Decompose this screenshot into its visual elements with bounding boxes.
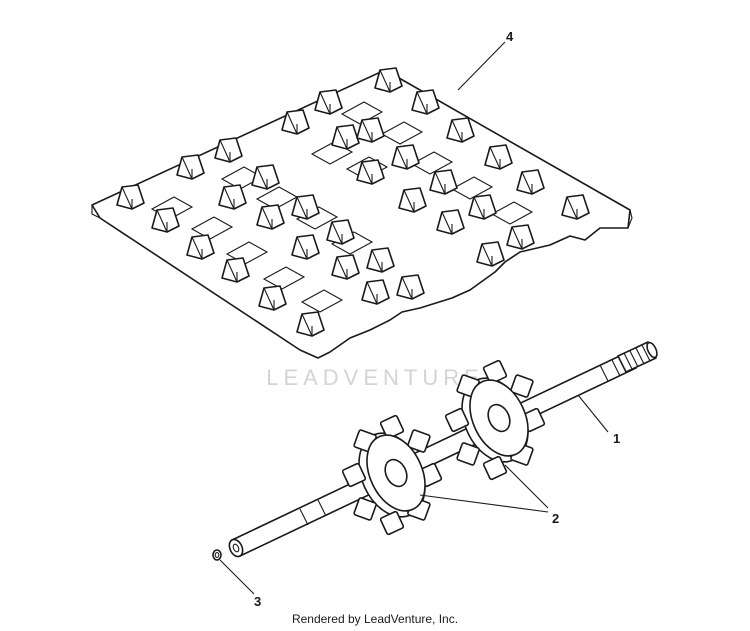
track-window xyxy=(490,201,534,225)
track-window xyxy=(450,176,494,200)
track-window xyxy=(380,121,424,145)
track-lug-edge xyxy=(441,211,453,235)
sprocket-tooth xyxy=(444,407,470,433)
track-lug-edge xyxy=(296,236,308,260)
track-window xyxy=(300,289,344,313)
watermark-text: LEADVENTURE xyxy=(266,365,484,390)
spline-lines xyxy=(623,344,651,370)
track-lug-edge xyxy=(336,126,348,150)
sprocket-tooth xyxy=(407,429,431,453)
track-lug-edge xyxy=(401,276,413,300)
callout-1: 1 xyxy=(613,431,620,446)
track-lug-edge xyxy=(371,249,383,273)
track-edge xyxy=(91,205,633,229)
track-lug-edge xyxy=(473,196,485,220)
leader-4 xyxy=(457,41,506,91)
shaft-end-right xyxy=(646,341,658,359)
track-lug-edge xyxy=(331,221,343,245)
track-lug-edge xyxy=(416,91,428,115)
track-window xyxy=(262,266,306,290)
track-lug-edge xyxy=(121,186,133,210)
shaft-end-fastener[interactable] xyxy=(212,549,222,561)
track-lug-edge xyxy=(403,189,415,213)
track-lug-edge xyxy=(511,226,523,250)
track-lugs xyxy=(116,67,590,337)
callout-3: 3 xyxy=(254,594,261,609)
track-lug-edge xyxy=(256,166,268,190)
track-lug-edge xyxy=(379,69,391,93)
sprocket-tooth xyxy=(482,359,508,385)
track-window xyxy=(410,151,454,175)
track-lug-edge xyxy=(451,119,463,143)
fastener-inner xyxy=(214,552,220,558)
track-lug-edge xyxy=(481,243,493,267)
shaft-bore xyxy=(232,543,240,553)
sprocket-tooth xyxy=(379,510,405,536)
track-lug-edge xyxy=(361,161,373,185)
track-body xyxy=(91,69,631,359)
track-lug-edge xyxy=(286,111,298,135)
shaft-splines xyxy=(617,341,657,373)
track-lug-edge xyxy=(396,146,408,170)
sprocket-tooth xyxy=(341,462,367,488)
leader-2b xyxy=(504,464,549,509)
track-lug-edge xyxy=(319,91,331,115)
sprocket-hub xyxy=(384,458,408,488)
track-belt[interactable] xyxy=(91,67,633,359)
track-lug-edge xyxy=(566,196,578,220)
track-lug-edge xyxy=(263,287,275,311)
track-lug-edge xyxy=(191,236,203,260)
sprocket-tooth xyxy=(456,442,480,466)
sprocket-tooth xyxy=(353,497,377,521)
track-lug-edge xyxy=(261,206,273,230)
track-lug-edge xyxy=(301,313,313,337)
track-lug-edge xyxy=(366,281,378,305)
fastener-outer xyxy=(212,549,222,561)
sprocket-tooth xyxy=(379,414,405,440)
track-window xyxy=(310,141,354,165)
drive-sprocket-left[interactable] xyxy=(341,414,443,536)
leader-1 xyxy=(577,394,609,433)
callout-2: 2 xyxy=(552,511,559,526)
sprocket-tooth xyxy=(510,374,534,398)
drive-sprocket-right[interactable] xyxy=(444,359,546,481)
track-lug-edge xyxy=(361,119,373,143)
shaft-end-left xyxy=(228,538,244,558)
track-lug-edge xyxy=(489,146,501,170)
sprocket-tooth xyxy=(482,455,508,481)
track-lug-edge xyxy=(336,256,348,280)
leader-3 xyxy=(219,559,255,595)
leader-2a xyxy=(419,494,549,513)
track-lug-edge xyxy=(219,139,231,163)
track-lug-edge xyxy=(181,156,193,180)
track-lug-edge xyxy=(223,186,235,210)
track-lug-edge xyxy=(521,171,533,195)
drive-shaft-assembly[interactable] xyxy=(212,341,659,561)
track-lug-edge xyxy=(434,171,446,195)
track-lug-edge xyxy=(226,259,238,283)
track-lug-edge xyxy=(296,196,308,220)
shaft-steps xyxy=(299,359,621,526)
track-lug-edge xyxy=(156,209,168,233)
sprocket-hub xyxy=(487,403,511,433)
track-window xyxy=(340,101,384,125)
callout-4: 4 xyxy=(506,29,514,44)
leader-lines xyxy=(219,41,609,595)
footer-credit: Rendered by LeadVenture, Inc. xyxy=(291,612,459,626)
